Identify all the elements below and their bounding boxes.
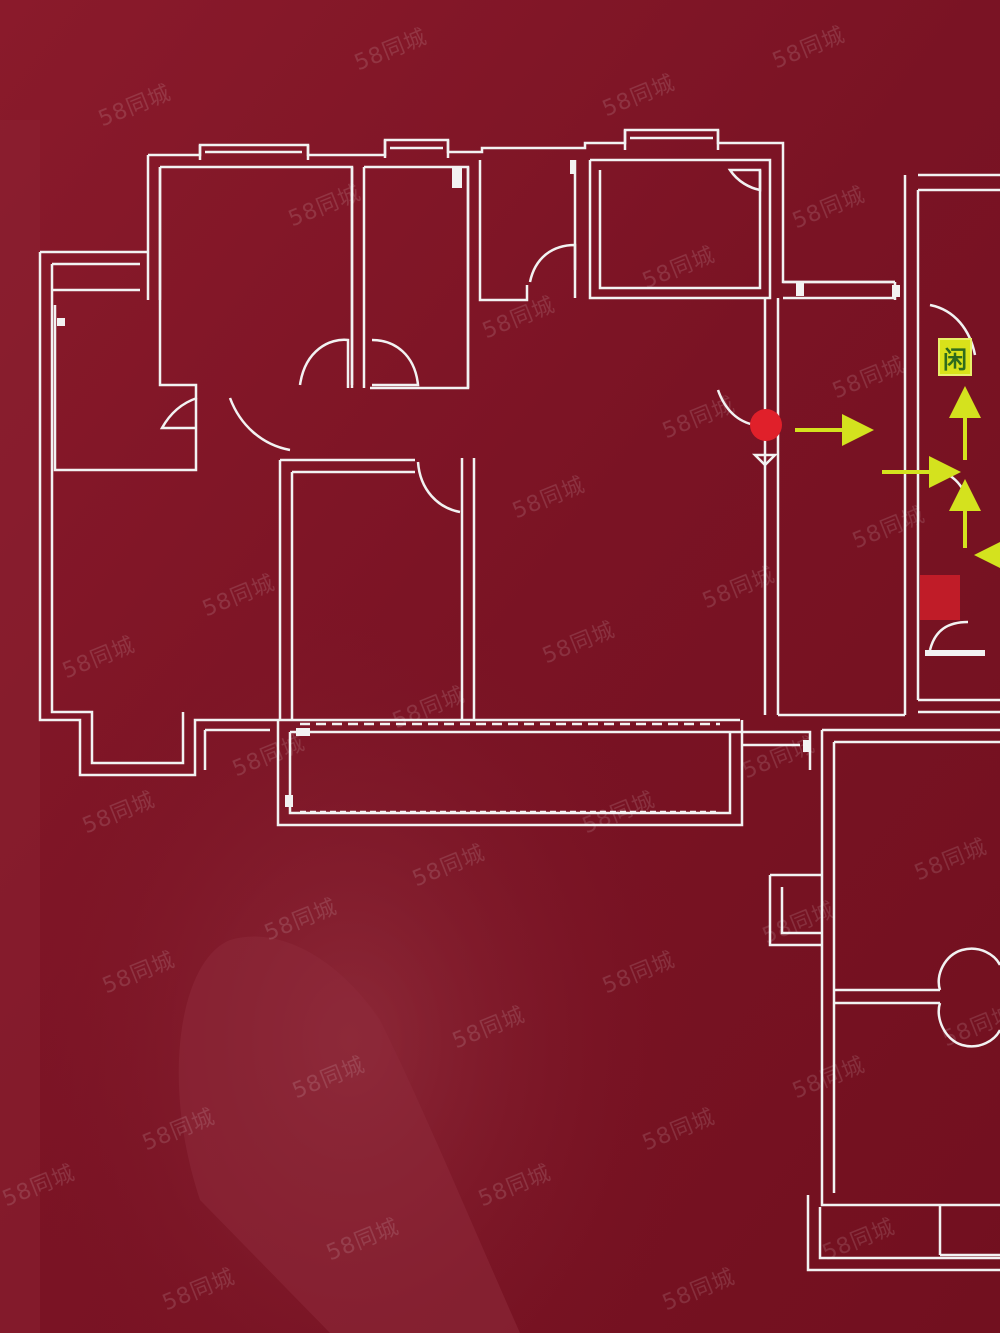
reflection-figure (178, 936, 520, 1333)
door-swing-icon (371, 338, 420, 387)
main-unit-walls (38, 128, 1000, 1272)
door-swing-icon (416, 461, 461, 514)
door-swing-icon (528, 243, 577, 283)
wall-fixtures (57, 160, 985, 807)
door-swing-icon (928, 620, 969, 651)
door-swing-icon (751, 453, 779, 467)
evacuation-sign: 闲 (938, 338, 972, 376)
door-swing-icon (929, 303, 977, 356)
location-marker-icon (750, 409, 782, 441)
door-swing-icon (937, 947, 1000, 991)
evacuation-arrows (795, 386, 1000, 571)
door-swing-icon (228, 397, 291, 452)
door-swings (159, 168, 1000, 1048)
door-swing-icon (937, 1002, 1000, 1048)
door-swing-icon (159, 396, 198, 430)
door-swing-icon (298, 338, 350, 388)
door-swing-icon (727, 168, 762, 192)
left-edge-shadow (0, 120, 40, 1333)
